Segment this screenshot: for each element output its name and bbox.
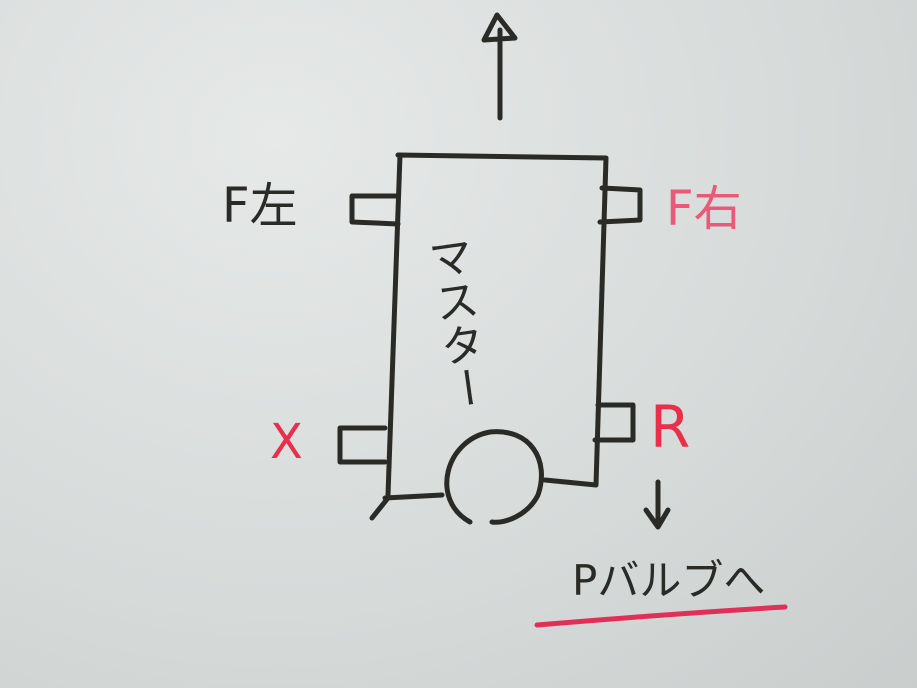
label-front-left: F左 xyxy=(222,178,298,234)
forward-arrow xyxy=(481,12,518,121)
reservoir-circle xyxy=(444,429,544,525)
port-rear-left xyxy=(337,425,388,465)
port-front-right xyxy=(597,185,643,225)
master-cylinder-body xyxy=(369,152,609,521)
label-rear-left: X xyxy=(270,414,303,470)
label-rear-right: R xyxy=(650,393,691,461)
port-front-left xyxy=(349,193,401,227)
label-front-right: F右 xyxy=(666,181,742,237)
down-arrow xyxy=(643,479,671,530)
underline xyxy=(534,604,788,628)
label-destination: Pバルブへ xyxy=(572,556,766,605)
port-rear-right xyxy=(592,402,636,443)
